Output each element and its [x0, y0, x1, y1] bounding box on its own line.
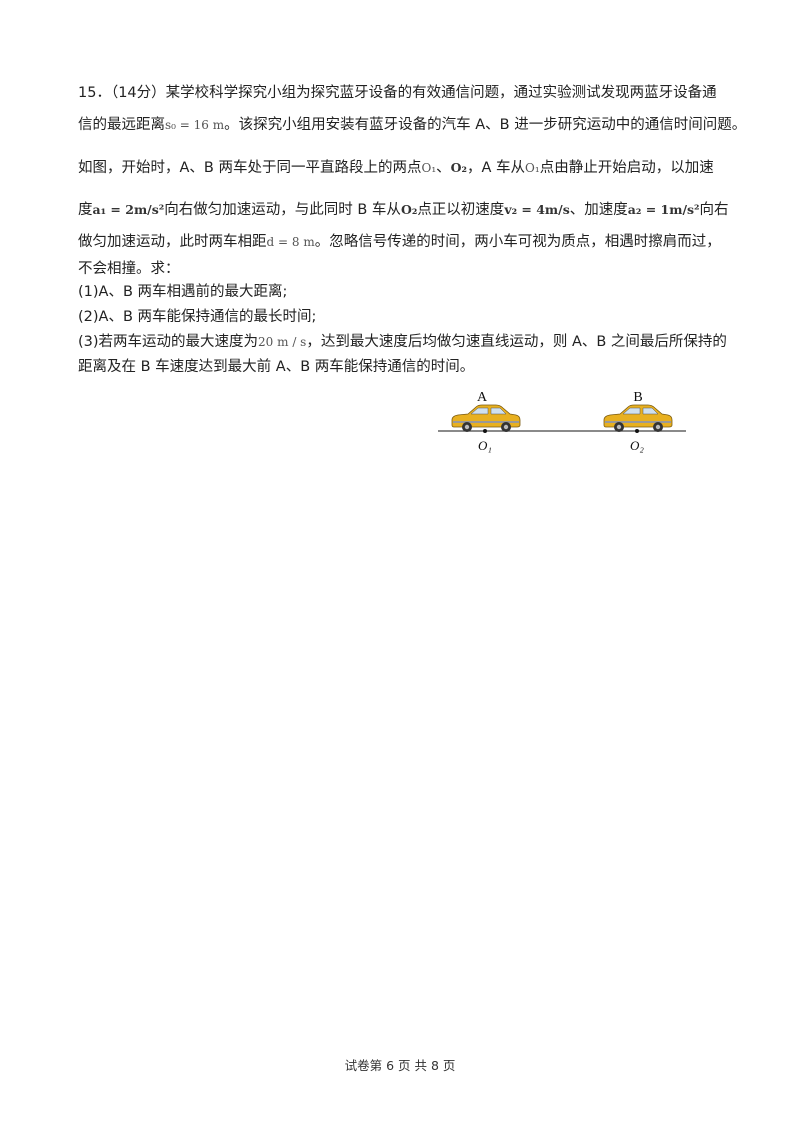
sub-question-1: (1)A、B 两车相遇前的最大距离;: [78, 284, 288, 300]
car-b-label: B: [633, 390, 642, 405]
question-line-2: 信的最远距离s₀ = 16 m。该探究小组用安装有蓝牙设备的汽车 A、B 进一步…: [78, 117, 747, 133]
point-o2: [635, 429, 639, 433]
car-a-label: A: [477, 390, 488, 405]
point-o1-label: O₁: [478, 438, 492, 453]
formula-o1: O₁: [421, 161, 437, 175]
formula-o1-second: O₁: [525, 161, 540, 175]
question-line-1: 15．（14分）某学校科学探究小组为探究蓝牙设备的有效通信问题，通过实验测试发现…: [78, 85, 717, 101]
question-line-4: 度a₁ = 2m/s²向右做匀加速运动，与此同时 B 车从O₂点正以初速度v₂ …: [78, 202, 729, 218]
formula-a1: a₁ = 2m/s²: [92, 202, 165, 217]
formula-s0: s₀ = 16 m: [165, 118, 225, 132]
question-line-3: 如图，开始时，A、B 两车处于同一平直路段上的两点O₁、O₂，A 车从O₁点由静…: [78, 160, 714, 176]
sub-question-2: (2)A、B 两车能保持通信的最长时间;: [78, 309, 317, 325]
formula-d: d = 8 m: [266, 235, 315, 249]
formula-v2: v₂ = 4m/s: [504, 202, 570, 217]
question-line-5: 做匀加速运动，此时两车相距d = 8 m。忽略信号传递的时间，两小车可视为质点，…: [78, 234, 721, 250]
sub-question-3-cont: 距离及在 B 车速度达到最大前 A、B 两车能保持通信的时间。: [78, 359, 475, 375]
sub-question-3: (3)若两车运动的最大速度为20 m / s，达到最大速度后均做匀速直线运动，则…: [78, 334, 727, 350]
car-a: [451, 404, 521, 432]
point-o2-label: O₂: [630, 438, 644, 453]
page-footer: 试卷第 6 页 共 8 页: [344, 1058, 456, 1073]
cars-diagram: A B O₁ O₂: [438, 390, 686, 453]
question-line-6: 不会相撞。求：: [78, 261, 180, 277]
formula-vmax: 20 m / s: [258, 335, 307, 349]
formula-a2: a₂ = 1m/s²: [627, 202, 700, 217]
formula-o2-second: O₂: [400, 202, 418, 217]
formula-o2: O₂: [450, 160, 468, 175]
question-number: 15．（14分）: [78, 85, 166, 101]
car-b: [603, 404, 673, 432]
point-o1: [483, 429, 487, 433]
